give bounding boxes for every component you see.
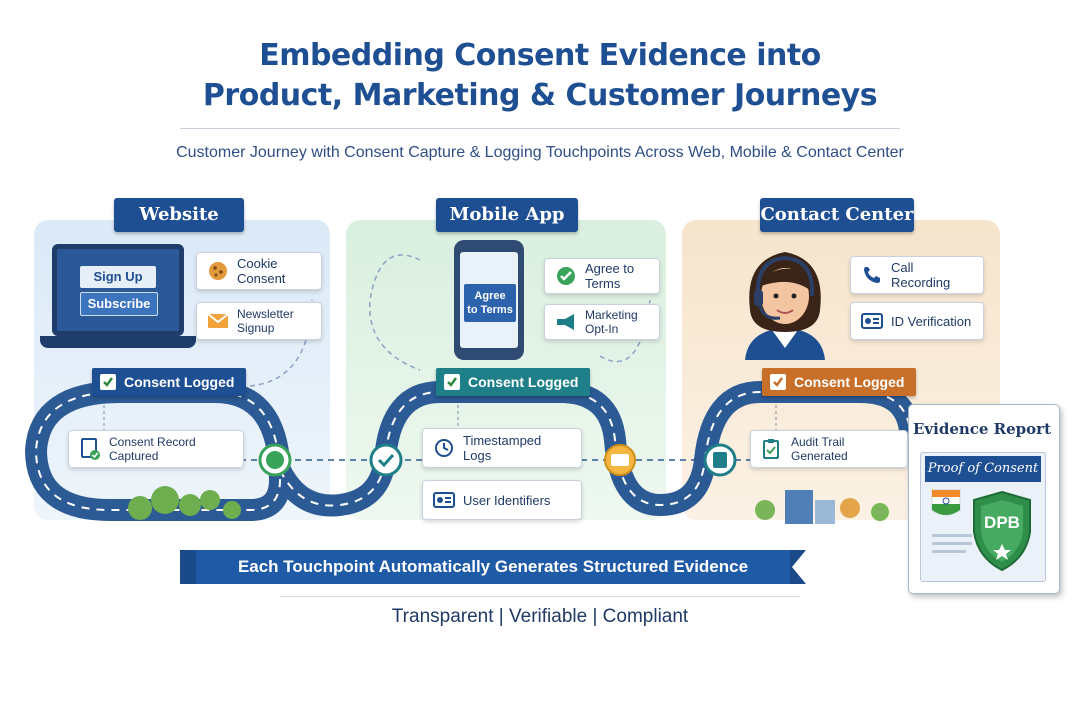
tagline-divider [280, 596, 800, 597]
card-cookie-consent: Cookie Consent [196, 252, 322, 290]
subtitle: Customer Journey with Consent Capture & … [176, 144, 904, 161]
badge-label: Consent Logged [124, 374, 235, 390]
contact-center-header: Contact Center [760, 198, 914, 232]
card-label: Consent Record Captured [109, 435, 196, 463]
flag-icon [931, 489, 961, 516]
report-graphics: DPB [931, 489, 1031, 572]
title-line-2: Product, Marketing & Customer Journeys [202, 78, 878, 113]
phone-button-line-2: to Terms [467, 304, 513, 316]
badge-label: Consent Logged [468, 374, 579, 390]
agree-to-terms-button[interactable]: Agree to Terms [464, 284, 516, 322]
card-consent-record: Consent Record Captured [68, 430, 244, 468]
node-website [258, 443, 292, 477]
envelope-icon [207, 310, 229, 332]
phone-button-line-1: Agree [474, 290, 506, 302]
card-id-verification: ID Verification [850, 302, 984, 340]
contact-consent-logged-badge: Consent Logged [762, 368, 917, 396]
website-consent-logged-badge: Consent Logged [92, 368, 247, 396]
laptop-base [40, 336, 196, 348]
clipboard-check-icon [761, 438, 783, 460]
card-timestamped-logs: Timestamped Logs [422, 428, 582, 468]
title-line-1: Embedding Consent Evidence into [259, 38, 821, 73]
dpb-seal-text: DPB [984, 513, 1020, 532]
card-label: Call Recording [891, 260, 951, 290]
shield-icon [973, 490, 1031, 572]
card-label: Audit Trail Generated [791, 435, 848, 463]
document-check-icon [79, 438, 101, 460]
card-label: Cookie Consent [237, 256, 286, 286]
badge-label: Consent Logged [794, 374, 905, 390]
website-header: Website [114, 198, 244, 232]
evidence-report-title: Evidence Report [912, 420, 1052, 438]
title-divider [180, 128, 900, 129]
trees-cc [755, 490, 889, 524]
check-icon [770, 374, 786, 390]
card-label: Marketing Opt-In [585, 308, 638, 336]
card-newsletter-signup: Newsletter Signup [196, 302, 322, 340]
id-card-icon [433, 489, 455, 511]
node-contact [703, 443, 737, 477]
tagline: Transparent | Verifiable | Compliant [391, 606, 689, 627]
subscribe-button[interactable]: Subscribe [80, 292, 158, 316]
node-percent [604, 444, 636, 476]
card-label: User Identifiers [463, 492, 551, 508]
card-agree-to-terms: Agree to Terms [544, 258, 660, 294]
mobile-header: Mobile App [436, 198, 578, 232]
check-circle-icon [555, 265, 577, 287]
megaphone-icon [555, 311, 577, 333]
card-audit-trail: Audit Trail Generated [750, 430, 908, 468]
node-mobile [369, 443, 403, 477]
card-label: Agree to Terms [585, 261, 635, 291]
id-card-icon [861, 310, 883, 332]
agent-illustration [745, 252, 825, 360]
mobile-consent-logged-badge: Consent Logged [436, 368, 591, 396]
check-icon [100, 374, 116, 390]
proof-of-consent-label: Proof of Consent [925, 456, 1041, 482]
card-user-identifiers: User Identifiers [422, 480, 582, 520]
clock-icon [433, 437, 455, 459]
cookie-icon [207, 260, 229, 282]
card-marketing-opt-in: Marketing Opt-In [544, 304, 660, 340]
card-call-recording: Call Recording [850, 256, 984, 294]
trees-web [128, 486, 241, 520]
road-segment-link-1 [269, 381, 451, 517]
card-label: Newsletter Signup [237, 307, 294, 335]
laptop-screen [52, 244, 184, 336]
card-label: ID Verification [891, 313, 972, 329]
evidence-banner: Each Touchpoint Automatically Generates … [196, 550, 790, 584]
check-icon [444, 374, 460, 390]
phone-icon [861, 264, 883, 286]
sign-up-button[interactable]: Sign Up [80, 266, 156, 288]
card-label: Timestamped Logs [463, 433, 542, 463]
